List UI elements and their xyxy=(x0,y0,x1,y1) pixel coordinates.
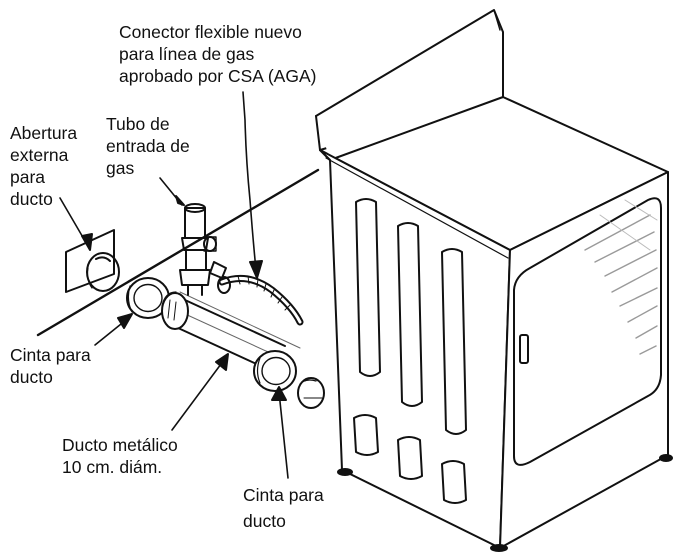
label-duct-tape-right-line-2: ducto xyxy=(243,511,286,531)
label-metal-duct-line-2: 10 cm. diám. xyxy=(62,457,163,477)
duct-tape-ring-right xyxy=(253,350,297,392)
exhaust-opening xyxy=(65,229,120,293)
label-duct-tape-right: Cinta para ducto xyxy=(243,484,324,532)
flexible-gas-connector xyxy=(217,91,304,326)
label-duct-tape-left-line-2: ducto xyxy=(10,367,53,387)
label-gas-inlet-line-3: gas xyxy=(106,158,135,178)
label-exhaust-opening-line-2: externa xyxy=(10,145,69,165)
dryer-exhaust-collar xyxy=(297,377,325,409)
label-gas-inlet-line-2: entrada de xyxy=(106,136,190,156)
arrow-metal-duct xyxy=(215,353,229,371)
arrow-duct-tape-right xyxy=(271,386,287,401)
label-duct-tape-left-line-1: Cinta para xyxy=(10,345,91,365)
label-gas-inlet-line-1: Tubo de xyxy=(106,114,170,134)
arrow-duct-tape-left xyxy=(117,313,133,329)
label-duct-tape-left: Cinta para ducto xyxy=(10,344,91,388)
arrow-exhaust-opening xyxy=(81,233,93,251)
label-metal-duct: Ducto metálico 10 cm. diám. xyxy=(62,434,178,478)
dryer xyxy=(315,9,673,552)
label-gas-connector-line-3: aprobado por CSA (AGA) xyxy=(119,66,317,86)
label-exhaust-opening-line-3: para xyxy=(10,167,46,187)
label-metal-duct-line-1: Ducto metálico xyxy=(62,435,178,455)
label-exhaust-opening: Abertura externa para ducto xyxy=(10,122,77,210)
label-gas-connector: Conector flexible nuevo para línea de ga… xyxy=(119,21,316,87)
label-exhaust-opening-line-4: ducto xyxy=(10,189,53,209)
leader-duct-tape-right xyxy=(278,391,289,479)
leader-metal-duct xyxy=(171,359,225,431)
label-duct-tape-right-line-1: Cinta para xyxy=(243,485,324,505)
label-exhaust-opening-line-1: Abertura xyxy=(10,123,78,143)
label-gas-inlet: Tubo de entrada de gas xyxy=(106,113,190,179)
label-gas-connector-line-2: para línea de gas xyxy=(119,44,255,64)
label-gas-connector-line-1: Conector flexible nuevo xyxy=(119,22,302,42)
gas-inlet-pipe xyxy=(159,177,227,296)
wall-floor-line xyxy=(36,168,320,337)
